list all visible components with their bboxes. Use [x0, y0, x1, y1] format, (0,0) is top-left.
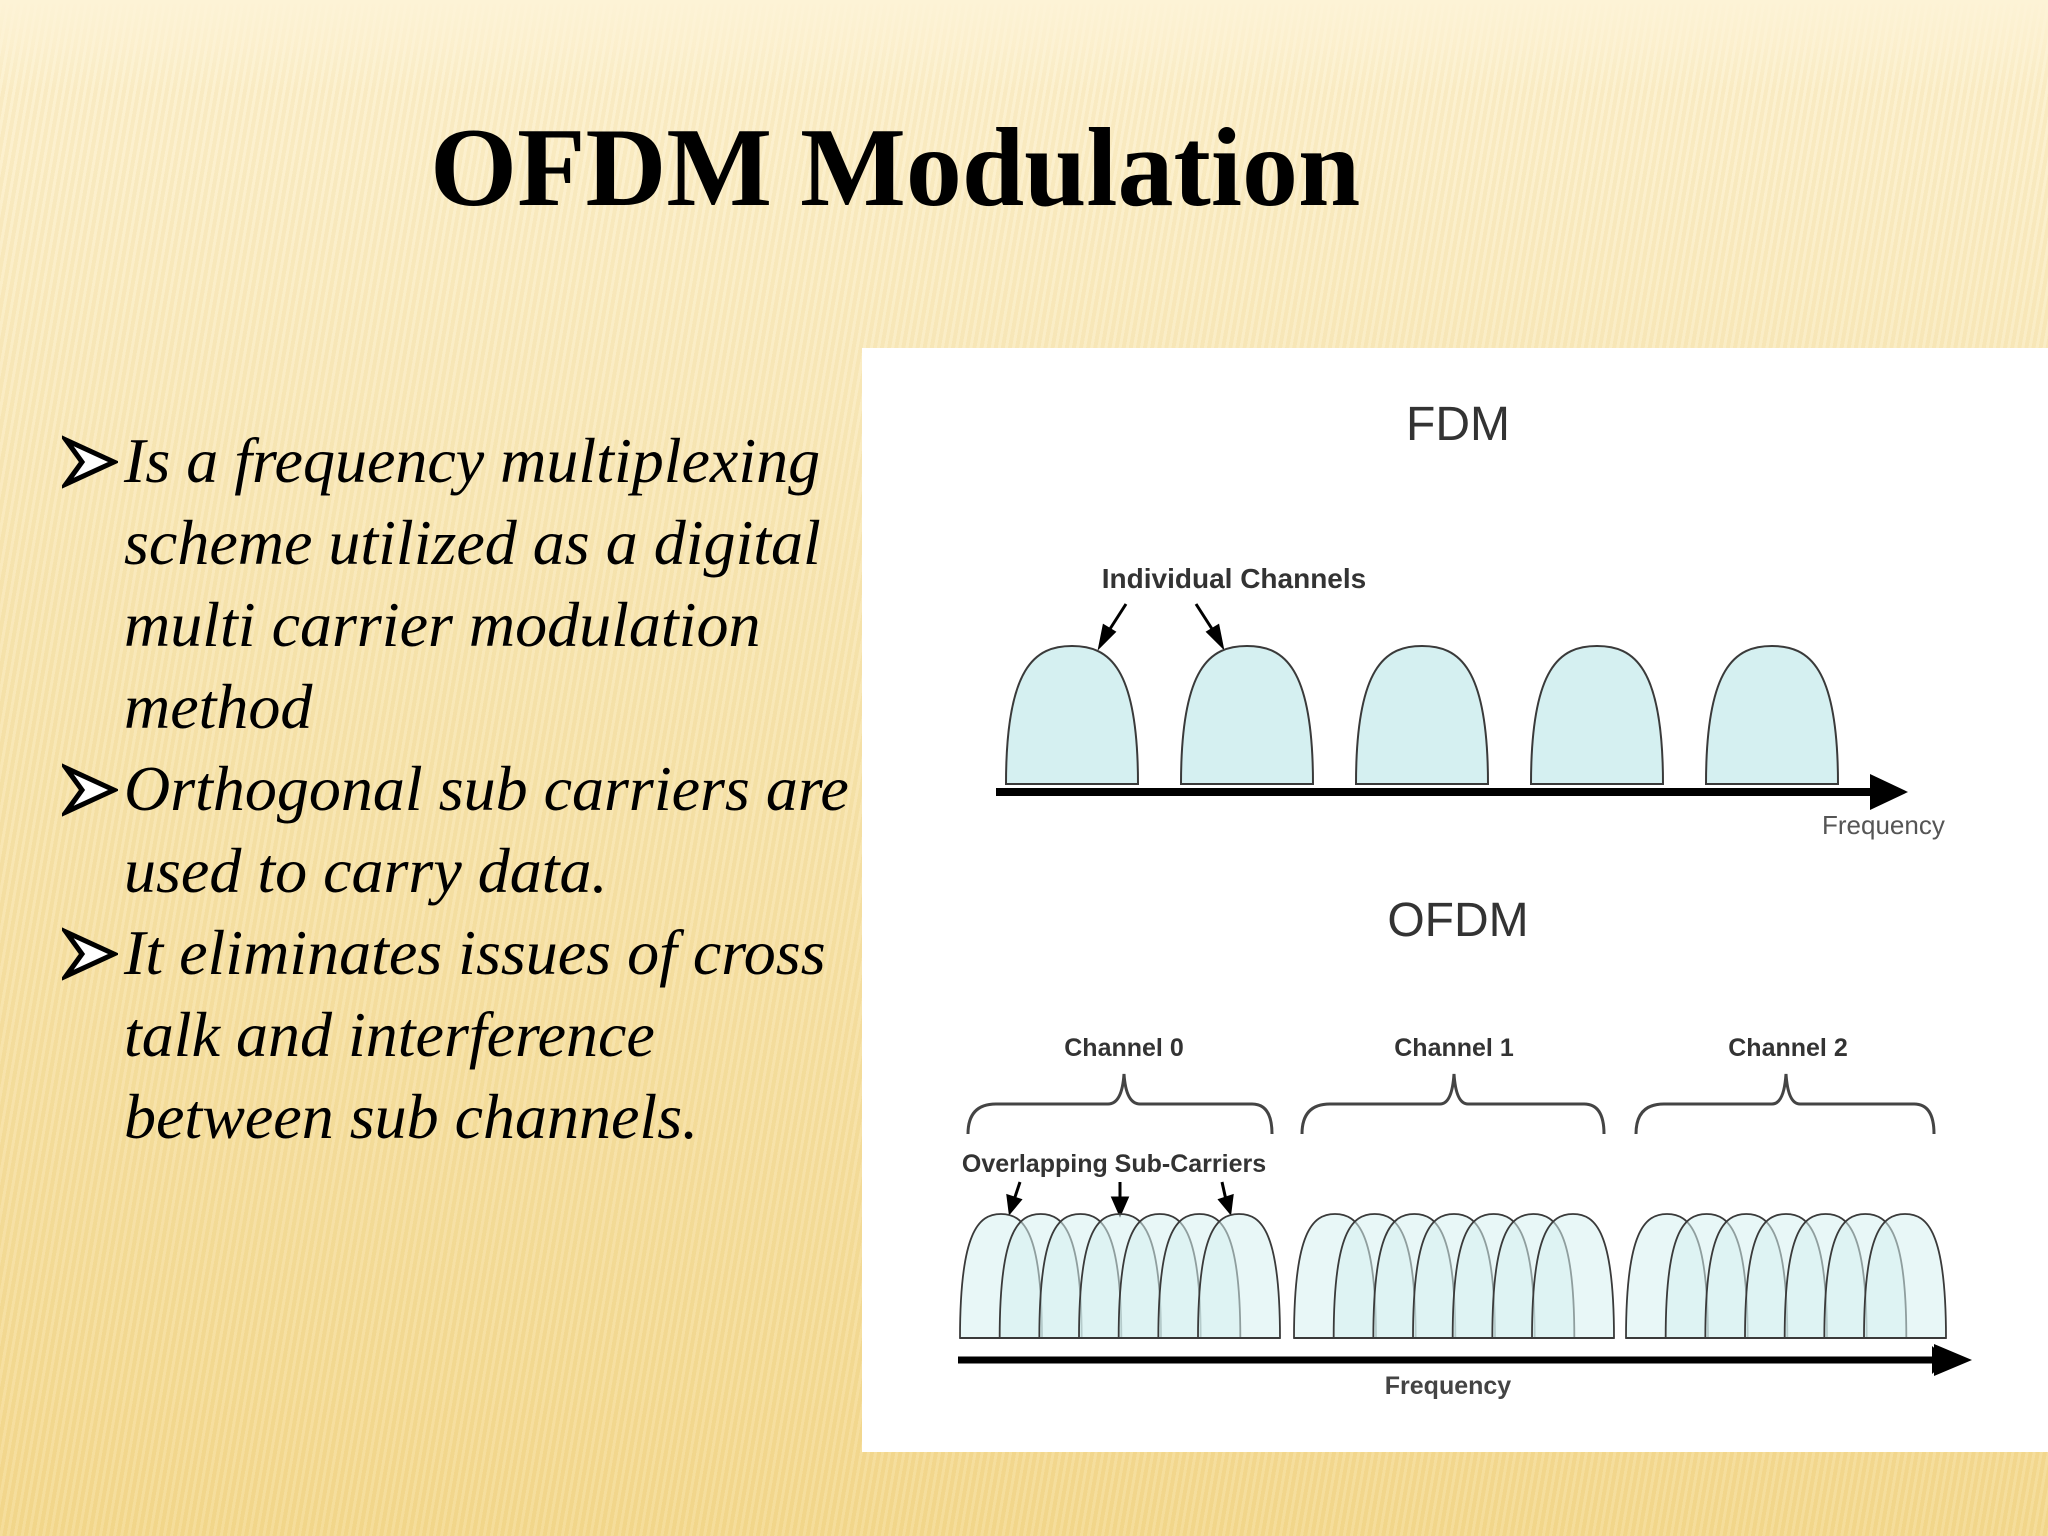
fdm-axis-label: Frequency: [1822, 810, 1945, 840]
ofdm-channel-label: Channel 1: [1394, 1034, 1514, 1062]
ofdm-channel-group: [1293, 1213, 1615, 1339]
slide-title: OFDM Modulation: [430, 106, 1361, 230]
fdm-channel: [1354, 644, 1490, 785]
channel-brace: [1634, 1073, 1936, 1135]
ofdm-channel-group: [959, 1213, 1281, 1339]
ofdm-channel-braces: [966, 1073, 1936, 1135]
bullet-item: Orthogonal sub carriers are used to carr…: [62, 748, 852, 912]
ofdm-title: OFDM: [1387, 894, 1528, 947]
fdm-channel: [1179, 644, 1315, 785]
arrowhead-bullet-icon: [62, 927, 118, 981]
fdm-ofdm-diagram: FDM Individual Channels Frequency OFDM C…: [958, 398, 1972, 1400]
bullet-item: Is a frequency multiplexing scheme utili…: [62, 420, 852, 748]
ofdm-channel-label: Channel 2: [1728, 1034, 1847, 1062]
bullet-text: Is a frequency multiplexing scheme utili…: [124, 425, 821, 742]
fdm-title: FDM: [1406, 398, 1510, 451]
ofdm-channel-group: [1625, 1213, 1947, 1339]
ofdm-subcarrier: [1863, 1213, 1947, 1339]
fdm-axis: [996, 774, 1908, 810]
ofdm-annotation-arrows: [1006, 1181, 1234, 1218]
ofdm-subcarrier: [1197, 1213, 1281, 1339]
ofdm-axis: [958, 1344, 1972, 1376]
arrowhead-bullet-icon: [62, 435, 118, 489]
ofdm-annotation: Overlapping Sub-Carriers: [962, 1150, 1266, 1178]
ofdm-axis-label: Frequency: [1385, 1372, 1512, 1400]
arrowhead-bullet-icon: [62, 763, 118, 817]
fdm-channel: [1004, 644, 1140, 785]
fdm-annotation: Individual Channels: [1102, 563, 1366, 594]
fdm-channel: [1704, 644, 1840, 785]
ofdm-channel-label: Channel 0: [1064, 1034, 1183, 1062]
bullet-text: Orthogonal sub carriers are used to carr…: [124, 753, 849, 906]
fdm-channel: [1529, 644, 1665, 785]
fdm-annotation-arrows: [1097, 603, 1225, 651]
ofdm-subcarrier: [1531, 1213, 1615, 1339]
top-band: [0, 0, 2048, 90]
channel-brace: [966, 1073, 1274, 1135]
fdm-ofdm-figure: FDM Individual Channels Frequency OFDM C…: [862, 348, 2048, 1452]
fdm-channels: [1004, 644, 1840, 785]
ofdm-subcarriers: [959, 1213, 1947, 1339]
bullet-list: Is a frequency multiplexing scheme utili…: [62, 420, 852, 1158]
bullet-text: It eliminates issues of cross talk and i…: [124, 917, 826, 1152]
channel-brace: [1300, 1073, 1606, 1135]
bullet-item: It eliminates issues of cross talk and i…: [62, 912, 852, 1158]
